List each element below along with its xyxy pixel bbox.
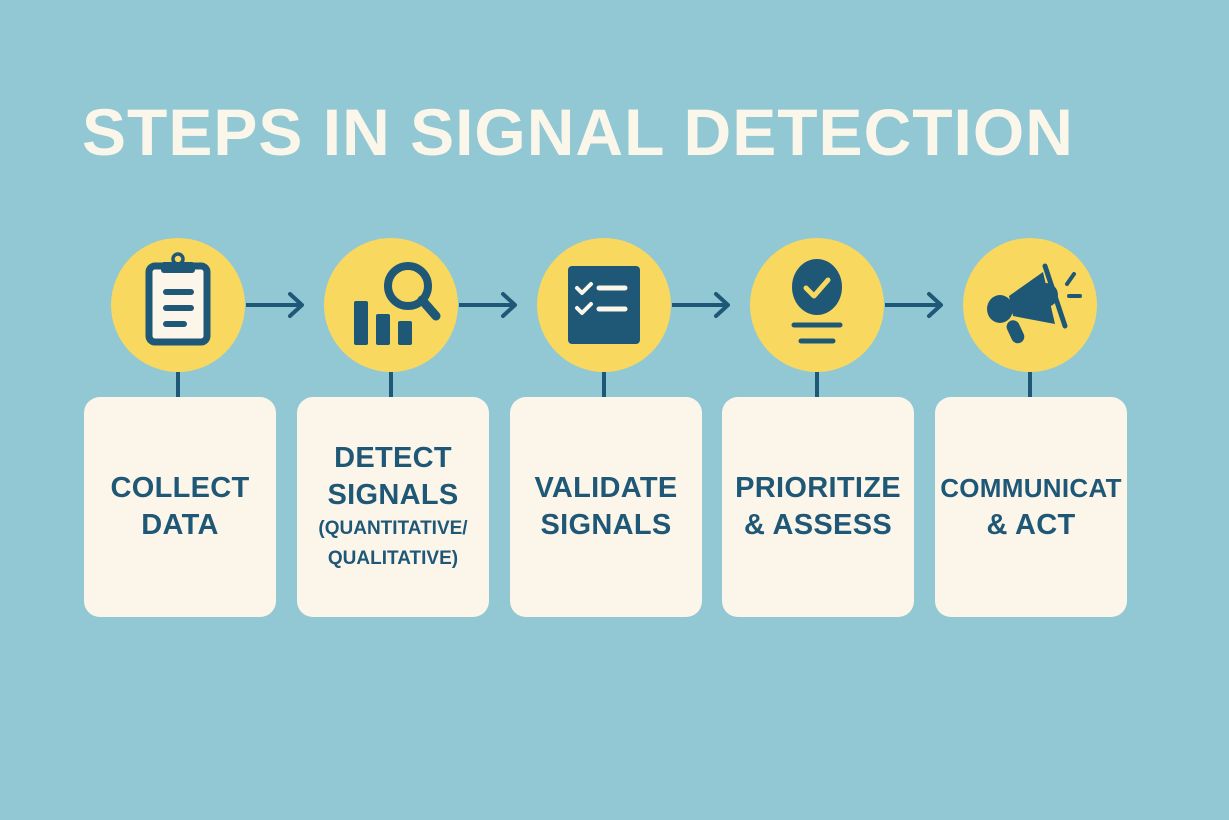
step-5-icon-circle: [963, 238, 1097, 372]
arrow-right-icon: [246, 292, 304, 318]
step-4-label-line-2: & ASSESS: [744, 509, 892, 541]
arrow-right-icon: [672, 292, 730, 318]
step-5-label-line-1: COMMUNICAT: [940, 473, 1122, 503]
step-4-stem: [815, 372, 819, 398]
step-1-label-line-1: COLLECT: [110, 472, 250, 504]
step-1-icon-circle: [111, 238, 245, 372]
step-3-icon-circle: [537, 238, 671, 372]
step-2-stem: [389, 372, 393, 398]
step-5-card: COMMUNICAT & ACT: [935, 397, 1127, 617]
step-1-label-line-2: DATA: [141, 509, 219, 541]
megaphone-icon: [987, 263, 1082, 344]
step-2-card: DETECT SIGNALS (QUANTITATIVE/ QUALITATIV…: [297, 397, 489, 617]
step-2-sublabel-line-1: (QUANTITATIVE/: [318, 518, 468, 539]
step-2-label-line-2: SIGNALS: [327, 479, 459, 511]
page-title: STEPS IN SIGNAL DETECTION: [82, 95, 1074, 169]
step-4-label-line-1: PRIORITIZE: [735, 472, 901, 504]
step-2-label-line-1: DETECT: [334, 442, 452, 474]
bar-chart-magnifier-icon: [354, 262, 441, 345]
step-1-stem: [176, 372, 180, 398]
step-4-icon-circle: [750, 238, 884, 372]
step-4-card: PRIORITIZE & ASSESS: [722, 397, 914, 617]
clipboard-icon: [145, 252, 211, 346]
step-5-stem: [1028, 372, 1032, 398]
arrow-right-icon: [885, 292, 943, 318]
step-3-label-line-2: SIGNALS: [540, 509, 672, 541]
arrow-right-icon: [459, 292, 517, 318]
step-5-label-line-2: & ACT: [986, 509, 1076, 541]
check-badge-icon: [791, 259, 843, 344]
step-2-icon-circle: [324, 238, 458, 372]
step-3-label-line-1: VALIDATE: [534, 472, 678, 504]
step-3-stem: [602, 372, 606, 398]
checklist-icon: [568, 266, 640, 344]
step-3-card: VALIDATE SIGNALS: [510, 397, 702, 617]
step-2-sublabel-line-2: QUALITATIVE): [327, 548, 459, 569]
step-1-card: COLLECT DATA: [84, 397, 276, 617]
